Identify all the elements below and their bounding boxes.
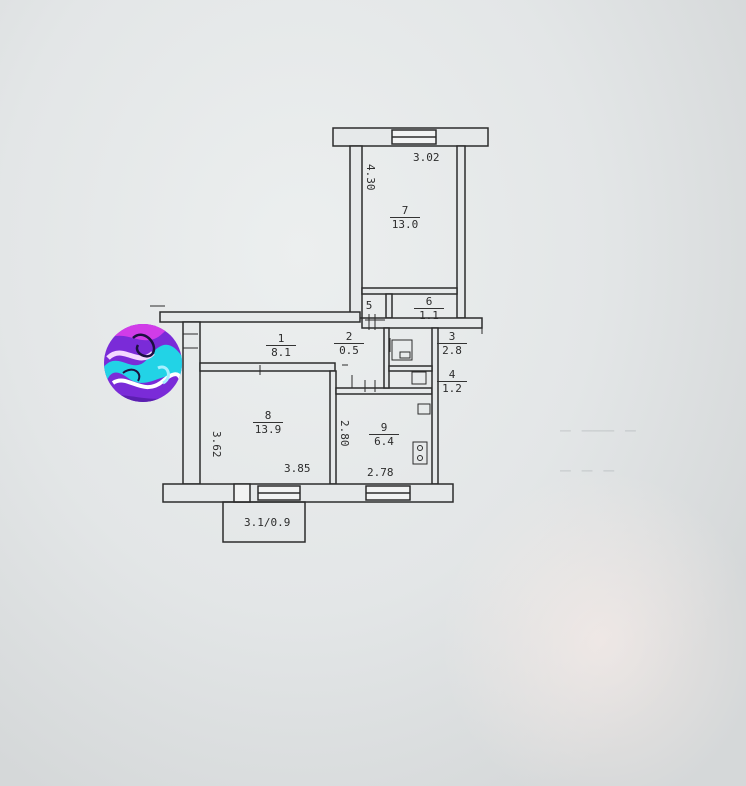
room-number: 3 (448, 330, 456, 343)
dimension-room9-width: 2.78 (367, 466, 394, 479)
room-number: 2 (345, 330, 353, 343)
corridor-upper-wall (159, 311, 361, 323)
room-area: 13.0 (390, 217, 420, 231)
room-label-8: 8 13.9 (253, 410, 283, 435)
room8-room9-wall (329, 370, 337, 485)
dimension-room7-depth: 4.30 (364, 164, 377, 191)
room-label-3: 3 2.8 (437, 331, 467, 356)
dimension-balcony: 3.1/0.9 (244, 516, 291, 529)
room-number: 8 (264, 409, 272, 422)
room-label-7: 7 13.0 (390, 205, 420, 230)
bleed-through-text: — — — (560, 460, 615, 481)
room-area: 8.1 (266, 345, 296, 358)
room9-top-wall (335, 387, 433, 395)
room-number: 5 (365, 299, 373, 312)
room7-right-wall (456, 145, 466, 319)
room-label-2: 2 0.5 (334, 331, 364, 356)
room-label-1: 1 8.1 (266, 333, 296, 358)
bleed-through-text: — ——— — (560, 420, 636, 441)
room-number: 6 (425, 295, 433, 308)
dimension-room8-width: 3.85 (284, 462, 311, 475)
dimension-room8-depth: 3.62 (210, 431, 223, 458)
room-label-5: 5 (354, 300, 384, 311)
room7-bottom-wall (361, 287, 458, 295)
room-label-6: 6 1.1 (414, 296, 444, 321)
room-number: 9 (380, 421, 388, 434)
room-area: 1.2 (437, 381, 467, 394)
marbled-badge-logo (103, 323, 183, 403)
room-number: 4 (448, 368, 456, 381)
room-number: 1 (277, 332, 285, 345)
room-label-9: 9 6.4 (369, 422, 399, 447)
room-area: 1.1 (414, 308, 444, 321)
room7-left-wall (349, 145, 363, 319)
left-exterior-wall (182, 321, 201, 485)
room-area: 6.4 (369, 434, 399, 447)
room8-top-wall (199, 362, 336, 372)
room-label-4: 4 1.2 (437, 369, 467, 394)
room-area: 13.9 (253, 422, 283, 436)
room-area: 0.5 (334, 343, 364, 356)
dimension-room9-depth: 2.80 (338, 420, 351, 447)
dimension-room7-width: 3.02 (413, 151, 440, 164)
room-number: 7 (401, 204, 409, 217)
room-area: 2.8 (437, 343, 467, 356)
balcony (222, 501, 306, 543)
